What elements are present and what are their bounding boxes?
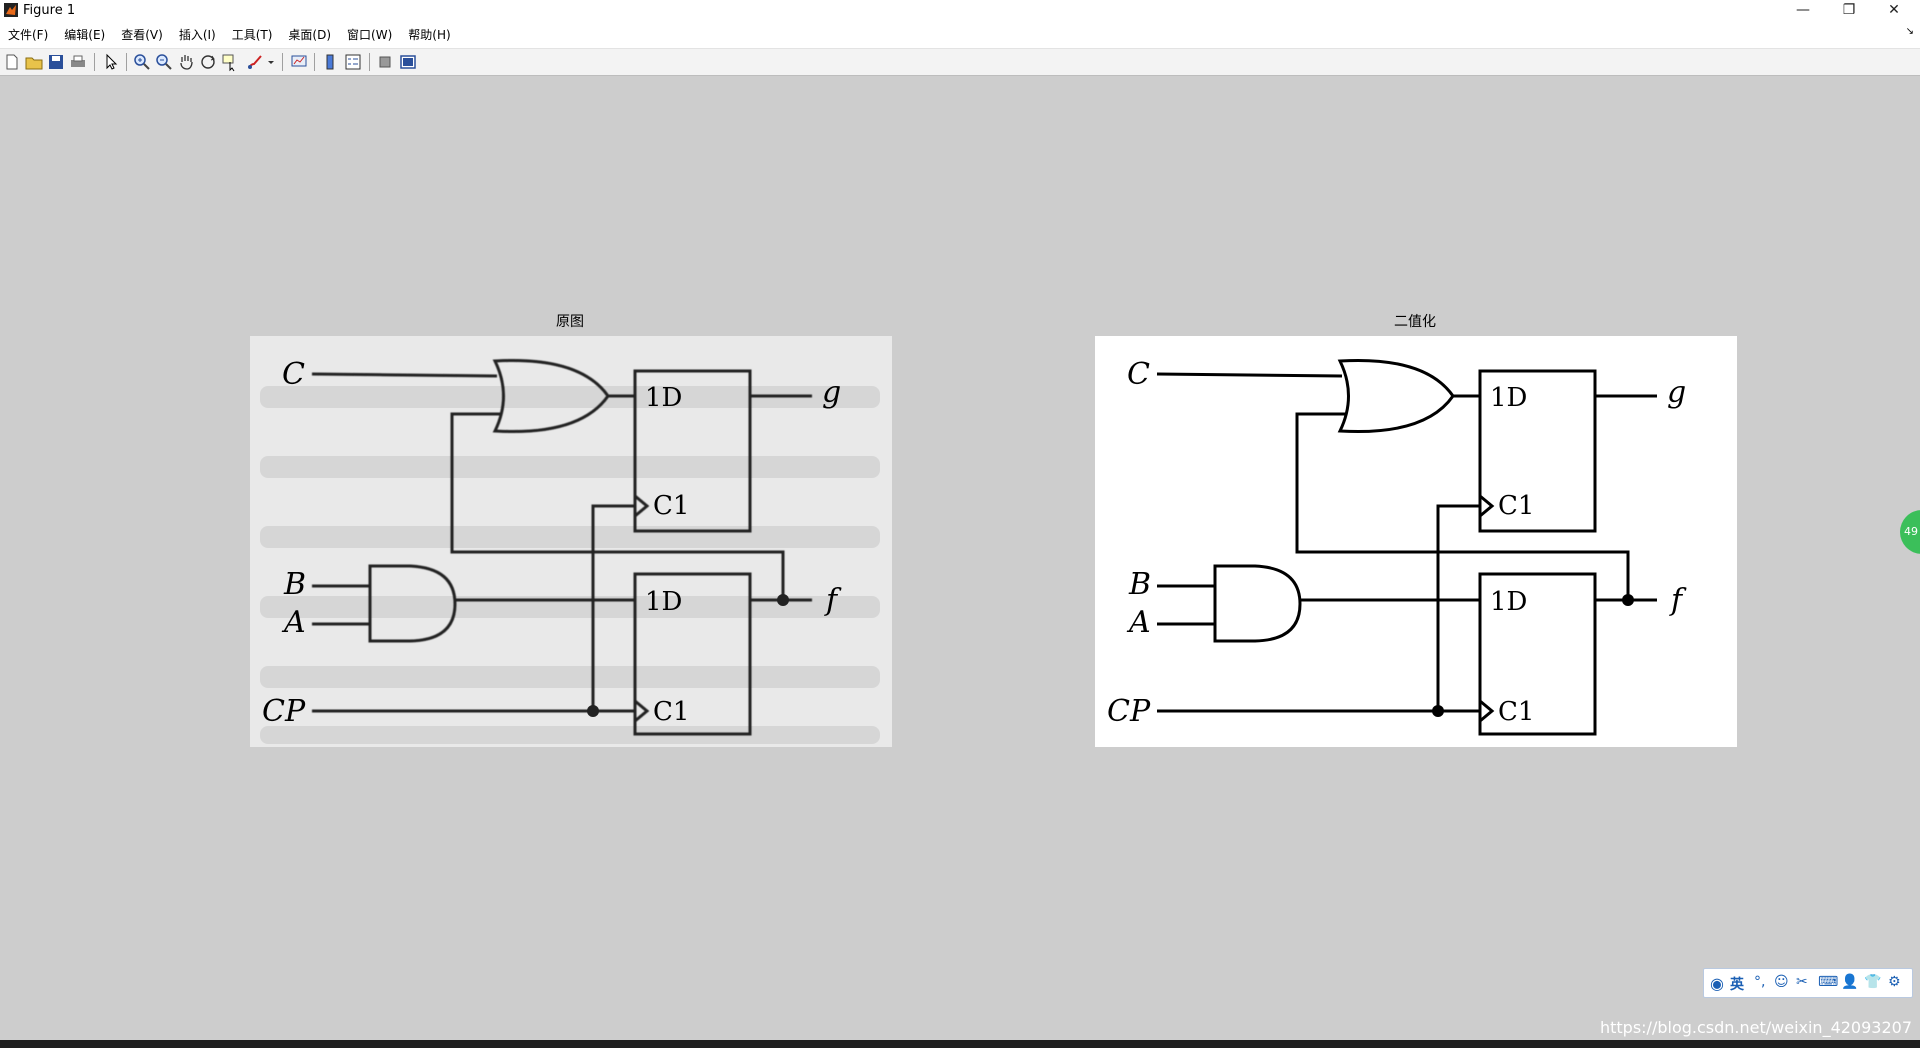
open-file-icon [25, 57, 43, 70]
print-icon [71, 55, 85, 67]
link-plot-button[interactable] [289, 52, 309, 72]
pointer-icon [106, 53, 118, 70]
data-cursor-icon [222, 54, 235, 72]
menu-view[interactable]: 查看(V) [121, 28, 163, 42]
emoji-icon[interactable]: ☺ [1774, 974, 1789, 990]
circuit-wires [311, 358, 812, 736]
matlab-logo-icon [4, 3, 18, 17]
ime-language-toggle[interactable]: 英 [1730, 977, 1744, 993]
brush-dropdown-icon [268, 61, 274, 64]
show-plot-tools-button[interactable] [398, 52, 418, 72]
label-c: C [1127, 357, 1150, 392]
brush-button[interactable] [245, 52, 265, 72]
menu-window[interactable]: 窗口(W) [347, 28, 393, 42]
hide-plot-tools-icon [379, 56, 391, 68]
ff-top-d: 1D [645, 383, 682, 413]
new-figure-button[interactable] [2, 52, 22, 72]
save-icon [49, 55, 63, 69]
menu-insert[interactable]: 插入(I) [178, 28, 216, 42]
original-image[interactable]: C B A CP g f 1D C1 1D C1 [250, 336, 892, 747]
label-cp: CP [262, 694, 306, 729]
circuit-wires [1156, 358, 1657, 736]
close-button[interactable]: ✕ [1872, 0, 1916, 22]
label-f: f [1669, 583, 1687, 618]
ff-bottom-clk: C1 [653, 697, 689, 727]
ff-top-clk: C1 [653, 491, 689, 521]
scissors-icon[interactable]: ✂ [1796, 974, 1808, 990]
zoom-in-button[interactable] [132, 52, 152, 72]
dock-figure-button[interactable]: ↘ [1905, 26, 1914, 37]
figure-toolbar [0, 49, 1920, 76]
watermark-text: https://blog.csdn.net/weixin_42093207 [1599, 1018, 1912, 1037]
junction-dots [1432, 594, 1634, 717]
junction-dots [587, 594, 789, 717]
original-circuit-diagram: C B A CP g f 1D C1 1D C1 [260, 357, 880, 744]
colorbar-icon [326, 54, 334, 70]
ff-bottom-d: 1D [645, 587, 682, 617]
print-button[interactable] [68, 52, 88, 72]
open-file-button[interactable] [24, 52, 44, 72]
label-cp: CP [1107, 694, 1151, 729]
window-title: Figure 1 [23, 3, 76, 18]
rotate-icon [201, 55, 215, 69]
label-b: B [283, 567, 306, 602]
punctuation-icon[interactable]: °, [1754, 974, 1766, 990]
label-c: C [282, 357, 305, 392]
menu-bar: 文件(F) 编辑(E) 查看(V) 插入(I) 工具(T) 桌面(D) 窗口(W) 帮助(H)… [0, 22, 1920, 49]
zoom-out-icon [156, 54, 172, 70]
floating-badge[interactable]: 49 [1900, 510, 1920, 554]
ff-bottom-d: 1D [1490, 587, 1527, 617]
minimize-button[interactable]: — [1781, 0, 1825, 22]
restore-icon: ❐ [1842, 2, 1856, 18]
title-bar: Figure 1 — ❐ ✕ [0, 0, 1920, 22]
menu-edit[interactable]: 编辑(E) [64, 28, 106, 42]
restore-button[interactable]: ❐ [1827, 0, 1871, 22]
binary-image-title: 二值化 [1394, 314, 1436, 330]
label-g: g [1667, 375, 1686, 410]
legend-button[interactable] [343, 52, 363, 72]
ff-top-clk: C1 [1498, 491, 1534, 521]
user-icon[interactable]: 👤 [1841, 974, 1859, 990]
skin-icon[interactable]: 👕 [1864, 974, 1882, 990]
ff-top-d: 1D [1490, 383, 1527, 413]
link-plot-icon [291, 55, 307, 67]
menu-tools[interactable]: 工具(T) [231, 28, 273, 42]
edit-plot-button[interactable] [101, 52, 121, 72]
zoom-out-button[interactable] [154, 52, 174, 72]
close-icon: ✕ [1888, 2, 1900, 18]
pan-button[interactable] [176, 52, 196, 72]
binary-circuit-diagram: C B A CP g f 1D C1 1D C1 [1107, 357, 1687, 736]
data-cursor-button[interactable] [220, 52, 240, 72]
rotate-button[interactable] [198, 52, 218, 72]
zoom-in-icon [134, 54, 150, 70]
label-g: g [822, 375, 841, 410]
ime-logo-icon[interactable]: ◉ [1710, 974, 1724, 993]
save-button[interactable] [46, 52, 66, 72]
binary-image[interactable]: C B A CP g f 1D C1 1D C1 [1095, 336, 1737, 747]
menu-desktop[interactable]: 桌面(D) [288, 28, 332, 42]
label-a: A [1126, 605, 1151, 640]
label-a: A [281, 605, 306, 640]
settings-icon[interactable]: ⚙ [1888, 974, 1901, 990]
ff-bottom-clk: C1 [1498, 697, 1534, 727]
taskbar [0, 1040, 1920, 1048]
ime-toolbar: ◉ 英 °, ☺ ✂ ⌨ 👤 👕 ⚙ [1703, 968, 1913, 998]
legend-icon [345, 54, 361, 70]
colorbar-button[interactable] [320, 52, 340, 72]
brush-dropdown-button[interactable] [266, 52, 276, 72]
minimize-icon: — [1796, 2, 1810, 18]
pan-icon [180, 55, 193, 70]
label-b: B [1128, 567, 1151, 602]
hide-plot-tools-button[interactable] [375, 52, 395, 72]
menu-file[interactable]: 文件(F) [8, 28, 49, 42]
brush-icon [248, 55, 262, 69]
original-image-title: 原图 [556, 314, 584, 330]
new-figure-icon [6, 54, 18, 70]
menu-help[interactable]: 帮助(H) [408, 28, 451, 42]
keyboard-icon[interactable]: ⌨ [1818, 974, 1839, 990]
show-plot-tools-icon [400, 55, 416, 69]
background-text-texture [260, 386, 880, 744]
